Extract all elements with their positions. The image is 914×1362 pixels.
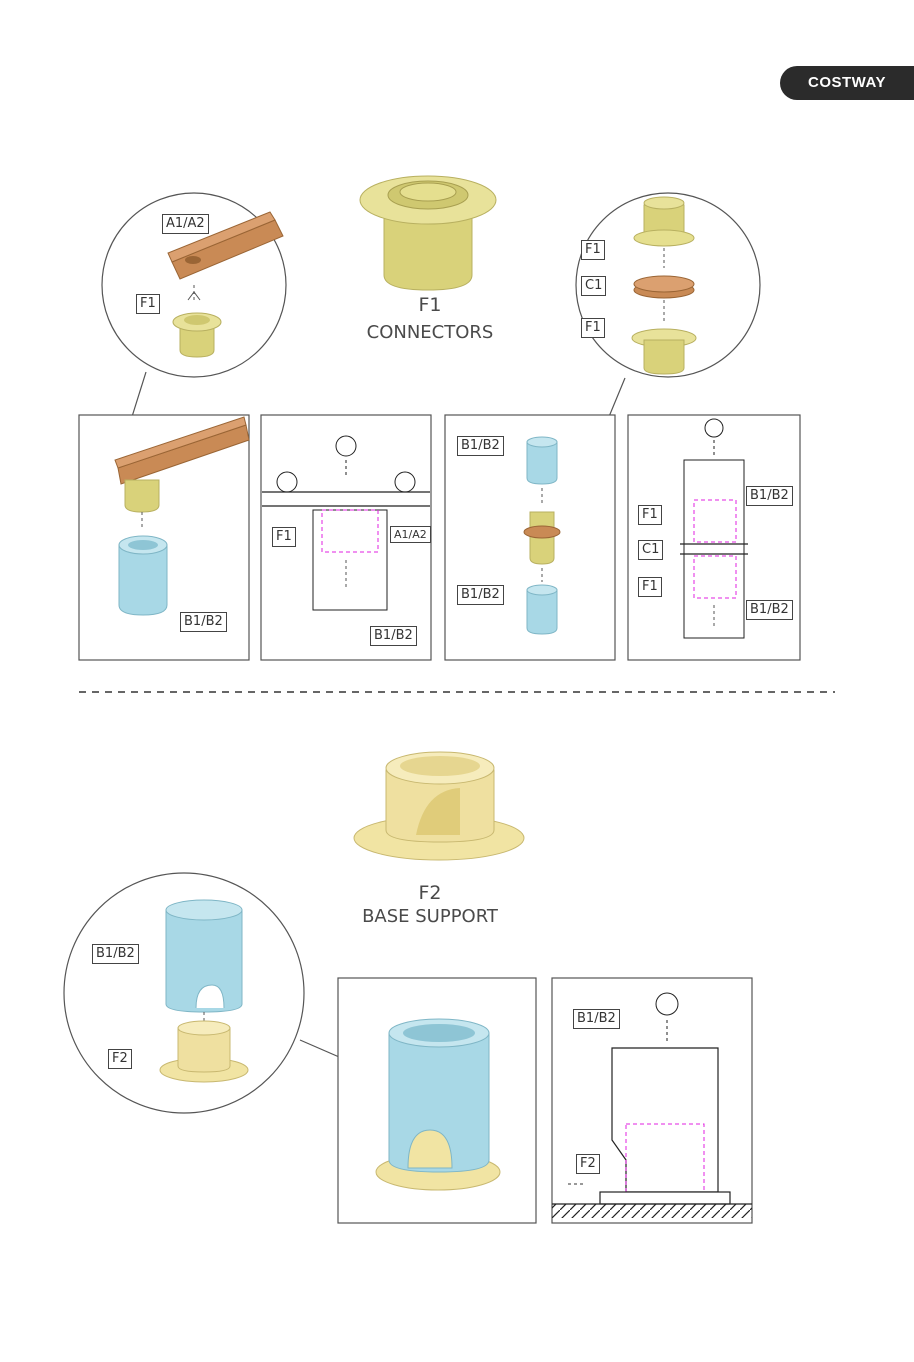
f2-name: BASE SUPPORT (330, 906, 530, 927)
label-b1b2: B1/B2 (457, 585, 504, 605)
label-b1b2: B1/B2 (573, 1009, 620, 1029)
label-b1b2: B1/B2 (457, 436, 504, 456)
label-b1b2: B1/B2 (92, 944, 139, 964)
label-f1: F1 (638, 505, 662, 525)
label-a1a2: A1/A2 (390, 526, 431, 543)
label-b1b2: B1/B2 (180, 612, 227, 632)
label-f2: F2 (108, 1049, 132, 1069)
label-f1: F1 (638, 577, 662, 597)
label-c1: C1 (638, 540, 663, 560)
label-f1: F1 (136, 294, 160, 314)
f1-name: CONNECTORS (330, 322, 530, 343)
label-a1a2: A1/A2 (162, 214, 209, 234)
label-f1: F1 (272, 527, 296, 547)
label-b1b2: B1/B2 (746, 600, 793, 620)
label-b1b2: B1/B2 (746, 486, 793, 506)
label-f1: F1 (581, 240, 605, 260)
label-f1: F1 (581, 318, 605, 338)
panel3-illustration (524, 437, 560, 634)
zoom-circle-b1b2-f2 (64, 873, 304, 1113)
panel5-illustration (376, 1019, 500, 1190)
f1-code: F1 (340, 294, 520, 316)
label-b1b2: B1/B2 (370, 626, 417, 646)
f2-base-illustration (354, 752, 524, 860)
f2-code: F2 (340, 882, 520, 904)
f1-connector-illustration (360, 176, 496, 290)
label-f2: F2 (576, 1154, 600, 1174)
label-c1: C1 (581, 276, 606, 296)
